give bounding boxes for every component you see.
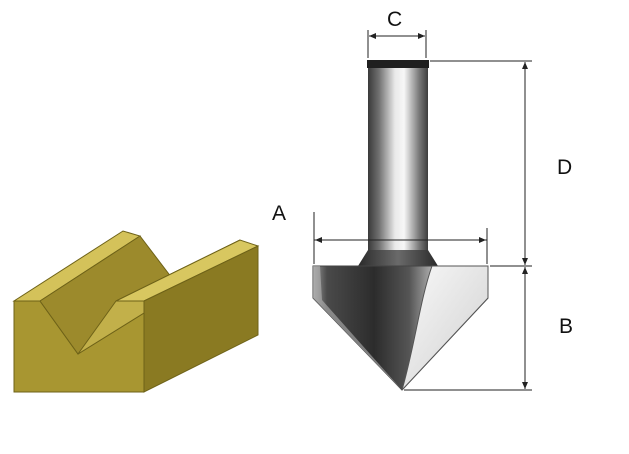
bit-shank-top [367,60,429,68]
label-d: D [557,156,572,179]
dimension-b [404,267,532,391]
bit-shank [368,62,428,252]
dimension-d [430,60,532,267]
bit-neck [358,250,438,266]
label-b: B [559,315,573,338]
bit-cutting-face [401,265,489,391]
workpiece-v-groove-icon [12,230,260,393]
dimension-c [367,30,427,58]
router-bit-icon [312,60,489,391]
label-c: C [387,8,402,31]
dimension-a [313,212,488,264]
label-a: A [272,202,286,225]
workpiece-side-face [143,245,259,393]
